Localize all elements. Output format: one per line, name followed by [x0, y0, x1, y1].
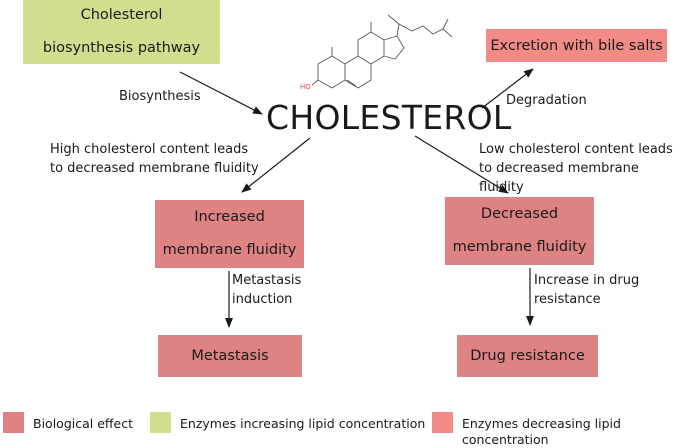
- hydroxyl-label: HO: [300, 83, 311, 91]
- legend-label-enzymes-decreasing: Enzymes decreasing lipid concentration: [462, 416, 621, 447]
- drug-resistance-label: Drug resistance: [470, 348, 585, 364]
- biosynthesis-pathway-box: Cholesterol biosynthesis pathway: [23, 0, 220, 64]
- increased-fluidity-label: Increased membrane fluidity: [162, 209, 297, 258]
- legend-swatch-enzymes-increasing: [150, 412, 171, 433]
- metastasis-induction-edge-label: Metastasis induction: [232, 273, 302, 307]
- decreased-fluidity-label: Decreased membrane fluidity: [452, 206, 587, 255]
- drug-resistance-box: Drug resistance: [457, 335, 598, 377]
- low-content-edge-label: Low cholesterol content leads to decreas…: [479, 142, 673, 195]
- legend-swatch-enzymes-decreasing: [432, 412, 453, 433]
- legend-swatch-biological-effect: [3, 412, 24, 433]
- legend-label-biological-effect: Biological effect: [33, 416, 133, 431]
- arrow-to-increased-fluidity: [241, 137, 311, 193]
- decreased-fluidity-box: Decreased membrane fluidity: [445, 197, 594, 265]
- arrow-to-decreased-fluidity: [414, 135, 509, 194]
- excretion-box: Excretion with bile salts: [486, 29, 667, 62]
- high-content-edge-label: High cholesterol content leads to decrea…: [50, 142, 259, 176]
- legend-label-enzymes-increasing: Enzymes increasing lipid concentration: [180, 416, 426, 431]
- biosynthesis-pathway-label: Cholesterol biosynthesis pathway: [42, 7, 201, 56]
- diagram-drawing: HO: [179, 14, 534, 328]
- increased-fluidity-box: Increased membrane fluidity: [155, 200, 304, 268]
- metastasis-label: Metastasis: [191, 348, 269, 364]
- cholesterol-title: CHOLESTEROL: [266, 98, 512, 137]
- arrow-biosynthesis: [179, 71, 263, 115]
- degradation-edge-label: Degradation: [506, 93, 587, 108]
- cholesterol-molecule-icon: [311, 14, 453, 89]
- drug-resistance-increase-edge-label: Increase in drug resistance: [534, 273, 640, 307]
- excretion-label: Excretion with bile salts: [490, 37, 663, 54]
- metastasis-box: Metastasis: [158, 335, 302, 377]
- arrow-degradation: [481, 68, 534, 109]
- biosynthesis-edge-label: Biosynthesis: [119, 89, 201, 104]
